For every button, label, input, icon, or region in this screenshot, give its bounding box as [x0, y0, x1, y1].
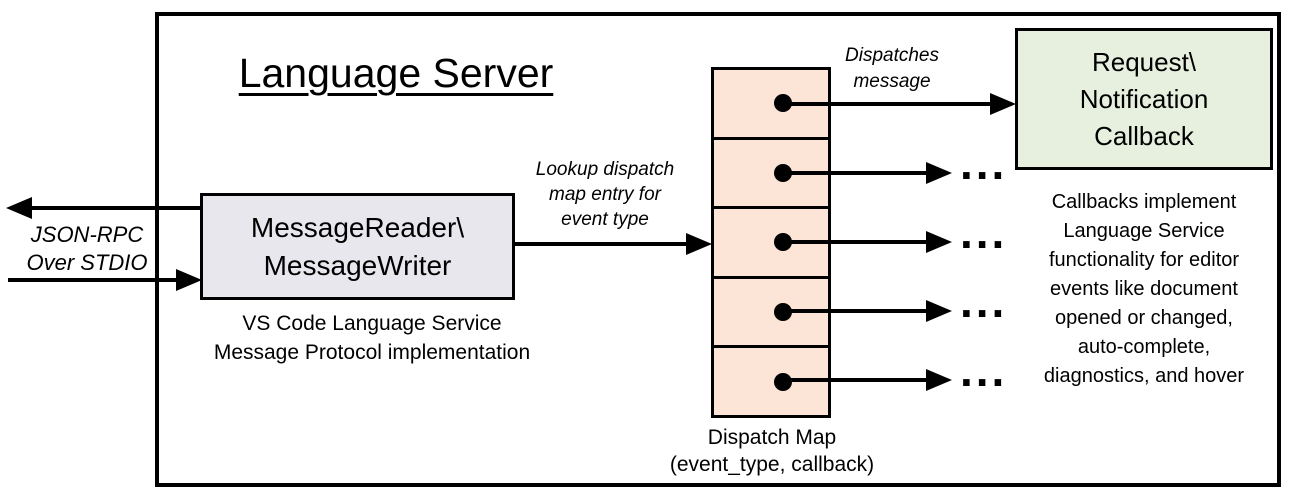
request-notification-callback-label: Request\ Notification Callback [1079, 46, 1209, 151]
stdio-in-arrowhead-icon [176, 269, 202, 291]
diagram-title: Language Server [238, 50, 554, 96]
message-reader-writer-caption: VS Code Language Service Message Protoco… [213, 312, 531, 364]
callback-arrowhead-icon [926, 300, 952, 322]
callback-arrow-line [786, 309, 926, 313]
ellipsis-label: ... [960, 275, 1008, 327]
language-server-boundary-box [155, 12, 1281, 487]
lookup-arrowhead-icon [686, 233, 712, 255]
dispatch-map-cell [714, 279, 828, 349]
message-reader-writer-label: MessageReader\ MessageWriter [250, 211, 465, 281]
lookup-label: Lookup dispatch map entry for event type [535, 159, 675, 230]
stdio-out-arrowhead-icon [6, 197, 32, 219]
dispatch-entry-dot-icon [774, 303, 792, 322]
request-notification-callback-box: Request\ Notification Callback [1015, 28, 1273, 170]
dispatch-entry-dot-icon [774, 94, 792, 113]
dispatch-map-cell [714, 348, 828, 415]
callbacks-note: Callbacks implement Language Service fun… [1043, 191, 1245, 387]
dispatches-message-arrowhead-icon [990, 93, 1016, 115]
dispatch-map-caption: Dispatch Map (event_type, callback) [669, 426, 875, 476]
lookup-arrow-line [515, 242, 688, 246]
callback-arrowhead-icon [926, 369, 952, 391]
stdio-out-arrow-line [26, 206, 202, 210]
message-reader-writer-box: MessageReader\ MessageWriter [200, 193, 515, 300]
dispatch-entry-dot-icon [774, 233, 792, 252]
ellipsis-label: ... [960, 206, 1008, 258]
dispatches-message-label: Dispatches message [845, 45, 939, 92]
ellipsis-label: ... [960, 137, 1008, 189]
dispatch-entry-dot-icon [774, 163, 792, 182]
dispatches-message-arrow-line [786, 102, 992, 106]
callback-arrowhead-icon [926, 162, 952, 184]
callback-arrow-line [786, 171, 926, 175]
dispatch-map-cell [714, 140, 828, 210]
callback-arrowhead-icon [926, 231, 952, 253]
callback-arrow-line [786, 240, 926, 244]
dispatch-map-cell [714, 209, 828, 279]
stdio-label: JSON-RPC Over STDIO [26, 222, 148, 275]
dispatch-entry-dot-icon [774, 372, 792, 391]
callback-arrow-line [786, 378, 926, 382]
ellipsis-label: ... [960, 344, 1008, 396]
stdio-in-arrow-line [8, 278, 178, 282]
dispatch-map-cell [714, 70, 828, 140]
